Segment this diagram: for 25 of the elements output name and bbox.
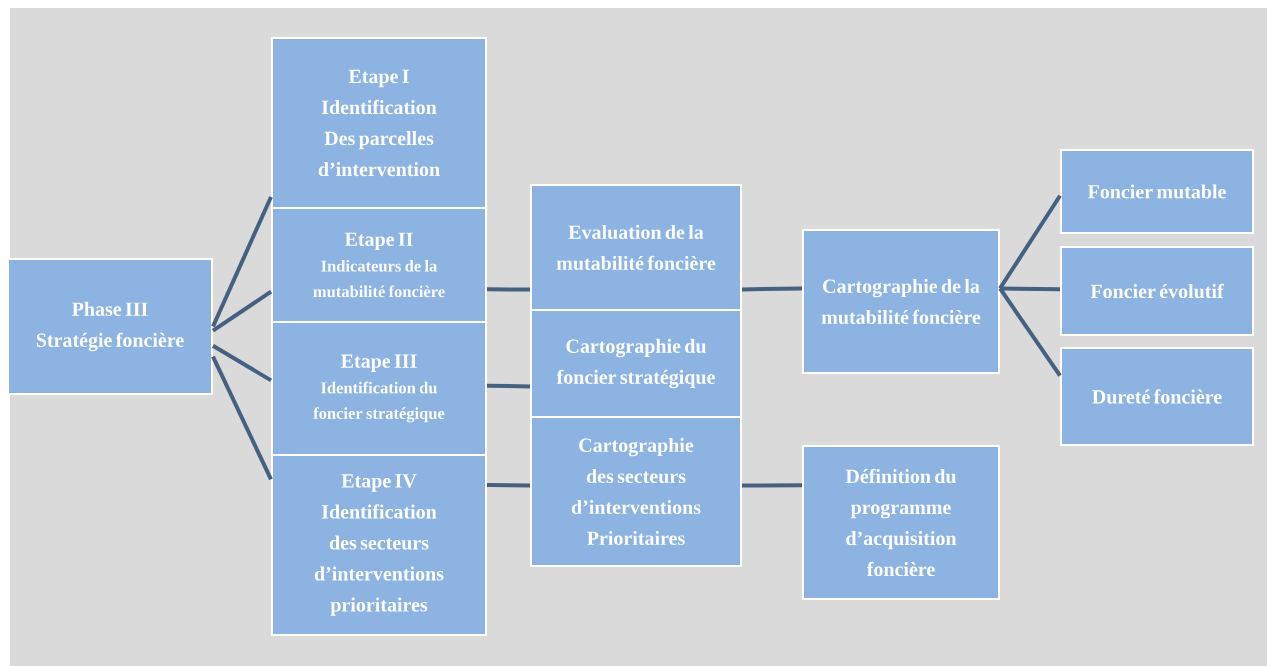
connector-line — [742, 483, 802, 488]
process-box: Définition du programme d’acquisition foncière — [802, 445, 1000, 600]
process-box: Dureté foncière — [1060, 347, 1254, 446]
process-box: Etape IV Identification des secteurs d’interventions prioritaires — [271, 454, 487, 636]
process-box: Etape III Identification du foncier stratégique — [271, 321, 487, 456]
connector-line — [487, 287, 530, 292]
process-box: Foncier mutable — [1060, 149, 1254, 234]
connector-line — [487, 482, 531, 488]
connector-line — [211, 290, 273, 333]
connector-line — [998, 287, 1062, 377]
connector-line — [999, 286, 1061, 292]
connector-line — [487, 383, 531, 389]
connector-line — [211, 355, 273, 481]
connector-line — [741, 286, 803, 292]
connector-line — [211, 196, 273, 328]
process-box: Foncier évolutif — [1060, 246, 1254, 336]
process-box: Phase III Stratégie foncière — [7, 258, 213, 395]
process-box: Cartographie de la mutabilité foncière — [802, 229, 1000, 374]
process-box: Etape I Identification Des parcelles d’intervention — [271, 37, 487, 209]
connector-line — [998, 194, 1062, 290]
process-box: Etape II Indicateurs de la mutabilité foncière — [271, 207, 487, 323]
connector-line — [212, 343, 273, 383]
process-box: Evaluation de la mutabilité foncière — [530, 184, 742, 311]
process-box: Cartographie des secteurs d’interventions Prioritaires — [530, 416, 742, 567]
process-box: Cartographie du foncier stratégique — [530, 309, 742, 418]
